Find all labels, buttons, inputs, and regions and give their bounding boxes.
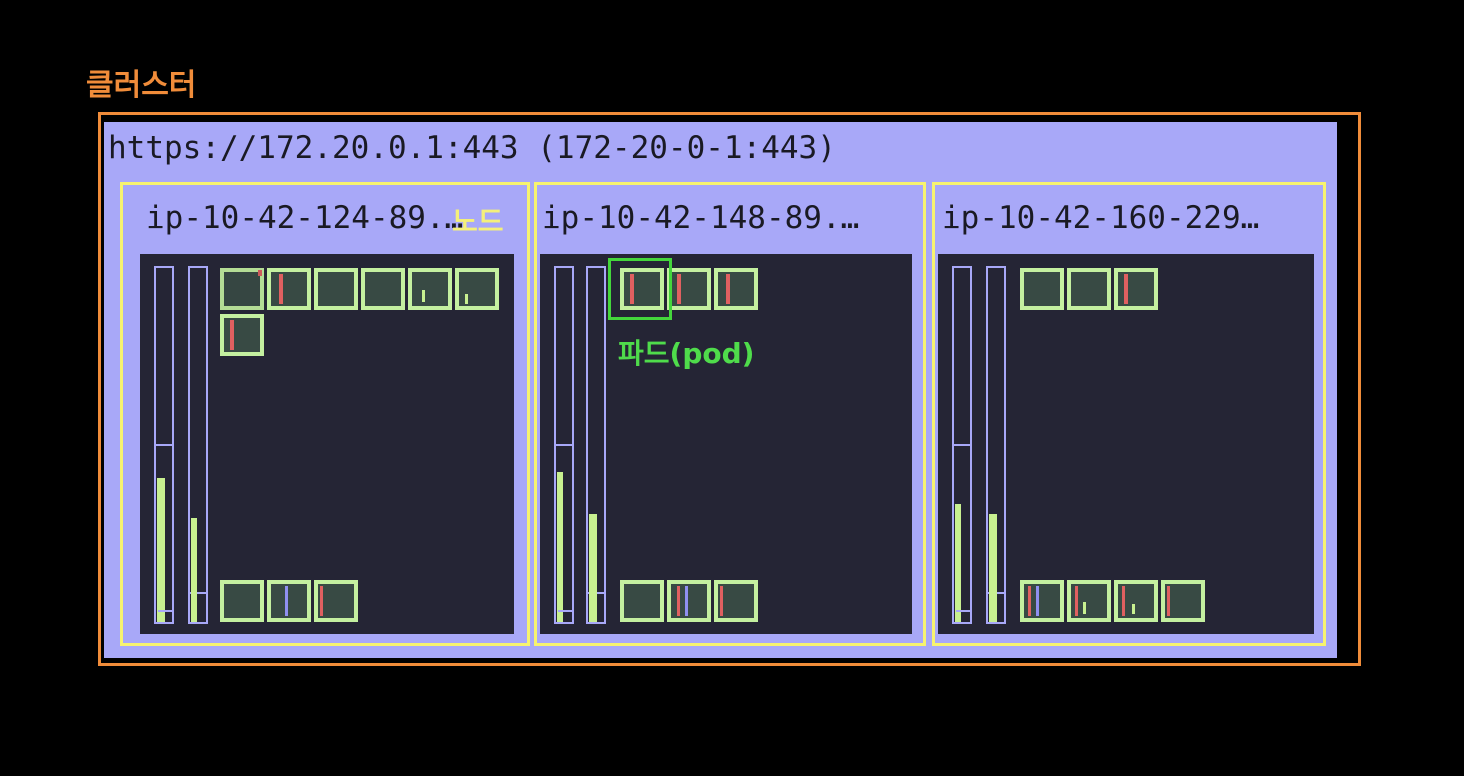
cpu-usage-bar: [554, 266, 574, 624]
node-title: ip-10-42-124-89.…: [146, 200, 464, 236]
pod[interactable]: [361, 268, 405, 310]
node-body: [938, 254, 1314, 634]
node-annotation-box: [120, 182, 530, 646]
pod[interactable]: [408, 268, 452, 310]
node-panel[interactable]: ip-10-42-124-89.…: [134, 194, 524, 638]
cluster-title: https://172.20.0.1:443 (172-20-0-1:443): [108, 130, 836, 166]
pod[interactable]: [267, 268, 311, 310]
node-panel[interactable]: ip-10-42-160-229…: [932, 194, 1322, 638]
cluster-panel[interactable]: https://172.20.0.1:443 (172-20-0-1:443) …: [104, 122, 1337, 658]
memory-usage-bar: [586, 266, 606, 624]
pod[interactable]: [455, 268, 499, 310]
pod[interactable]: [220, 268, 264, 310]
pod[interactable]: [1020, 268, 1064, 310]
pod[interactable]: [1161, 580, 1205, 622]
node-annotation-label: 노드: [452, 205, 504, 238]
pod[interactable]: [620, 268, 664, 310]
memory-usage-bar: [188, 266, 208, 624]
node-body: [540, 254, 912, 634]
pod[interactable]: [1067, 268, 1111, 310]
pod[interactable]: [714, 268, 758, 310]
pod-annotation-label: 파드(pod): [618, 337, 755, 370]
pod[interactable]: [220, 314, 264, 356]
pod[interactable]: [267, 580, 311, 622]
pod[interactable]: [620, 580, 664, 622]
node-title: ip-10-42-160-229…: [942, 200, 1260, 236]
node-panel[interactable]: ip-10-42-148-89.…: [534, 194, 920, 638]
node-annotation-box: [932, 182, 1326, 646]
cpu-usage-bar: [154, 266, 174, 624]
pod[interactable]: [1114, 268, 1158, 310]
node-body: [140, 254, 514, 634]
pod[interactable]: [667, 580, 711, 622]
pod[interactable]: [1067, 580, 1111, 622]
cluster-annotation-label: 클러스터: [86, 68, 197, 103]
pod[interactable]: [220, 580, 264, 622]
pod[interactable]: [667, 268, 711, 310]
pod[interactable]: [1020, 580, 1064, 622]
cluster-annotation-box: [98, 112, 1361, 666]
pod[interactable]: [314, 268, 358, 310]
pod-annotation-box: [608, 258, 672, 320]
pod[interactable]: [314, 580, 358, 622]
cpu-usage-bar: [952, 266, 972, 624]
memory-usage-bar: [986, 266, 1006, 624]
pod[interactable]: [714, 580, 758, 622]
node-title: ip-10-42-148-89.…: [542, 200, 860, 236]
node-annotation-box: [534, 182, 926, 646]
pod[interactable]: [1114, 580, 1158, 622]
